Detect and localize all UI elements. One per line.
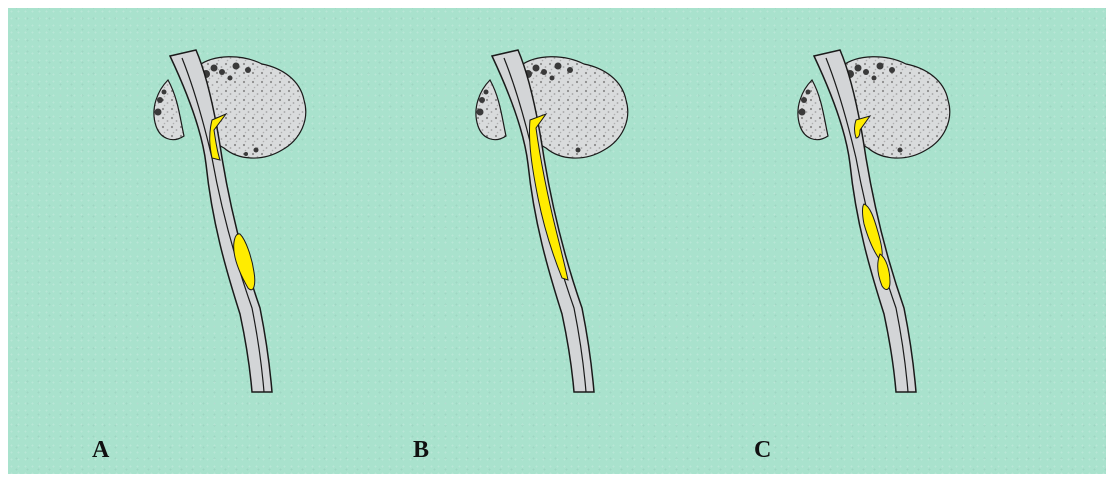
diagram-b [476, 50, 628, 392]
bone-diagrams [8, 8, 1106, 474]
diagram-a [154, 50, 306, 392]
figure-panel: A B C [8, 8, 1106, 474]
panel-label-a: A [92, 438, 109, 462]
diagram-c [798, 50, 950, 392]
panel-label-b: B [413, 438, 429, 462]
panel-label-c: C [754, 438, 771, 462]
